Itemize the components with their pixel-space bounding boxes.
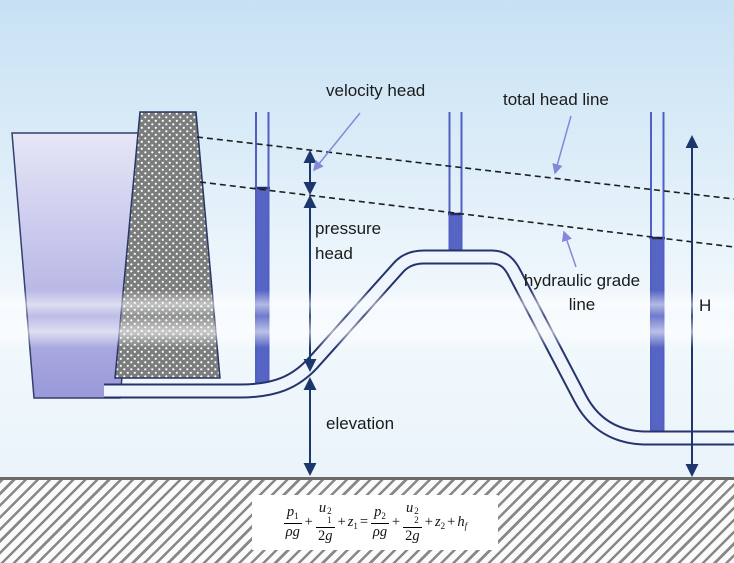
eq-rho1: ρ [285,523,293,540]
piezometer-tube-1 [254,112,270,386]
eq-plus-3: + [391,514,401,530]
velocity-head-pointer-arrow [313,112,361,172]
eq-u2: u [406,499,414,516]
total-height-H-label: H [699,296,712,315]
pipe-bore [104,251,734,444]
eq-g1: g [292,523,300,540]
eq-u2-sup: 2 [414,505,419,516]
eq-p1: p [286,504,295,521]
eq-frac-p2-rhog: p2 ρg [371,505,389,540]
eq-u2-sub: 2 [414,515,419,526]
elevation-label: elevation [326,414,395,433]
eq-p1-sub: 1 [294,511,299,522]
eq-p2: p [374,504,382,521]
tube-3-water-column [650,238,665,436]
velocity-head-label: velocity head [326,81,426,100]
eq-z2-term: z2 [435,514,445,531]
eq-plus-5: + [447,514,456,530]
eq-z2-sub: 2 [440,521,446,531]
eq-u1: u [318,499,327,516]
eq-frac-p1-rhog: p1 ρg [283,504,302,540]
eq-equals: = [359,514,369,530]
tube-2-water-column [448,214,462,252]
eq-h: h [457,514,465,530]
tube-1-water-column [255,188,270,386]
eq-u1-sub: 1 [327,515,332,526]
eq-h-sub: f [464,521,468,531]
eq-u1-sup: 2 [327,505,332,516]
eq-rho2: ρ [372,523,380,540]
eq-g4: g [412,527,420,544]
pipe [104,249,734,446]
eq-p2-sub: 2 [381,511,386,522]
hydraulic-grade-pointer-arrow [561,230,577,268]
eq-plus-4: + [424,514,433,530]
hydraulic-grade-line-label: hydraulic grade line [523,271,641,314]
eq-plus-1: + [304,514,313,530]
eq-plus-2: + [337,514,346,530]
eq-z1: z [347,514,354,530]
pressure-head-label: pressure head [315,219,382,263]
eq-z1-term: z1 [348,514,358,531]
eq-two2: 2 [405,527,413,544]
piezometer-tube-2 [448,112,463,252]
total-head-line-label: total head line [503,90,609,109]
eq-hf-term: hf [457,514,467,531]
total-head-pointer-arrow [552,115,572,175]
eq-g3: g [379,523,388,540]
eq-z1-sub: 1 [353,521,358,531]
eq-two1: 2 [317,527,326,544]
eq-g2: g [325,527,333,544]
total-head-dashed-line [196,136,734,200]
eq-z2: z [434,514,441,530]
